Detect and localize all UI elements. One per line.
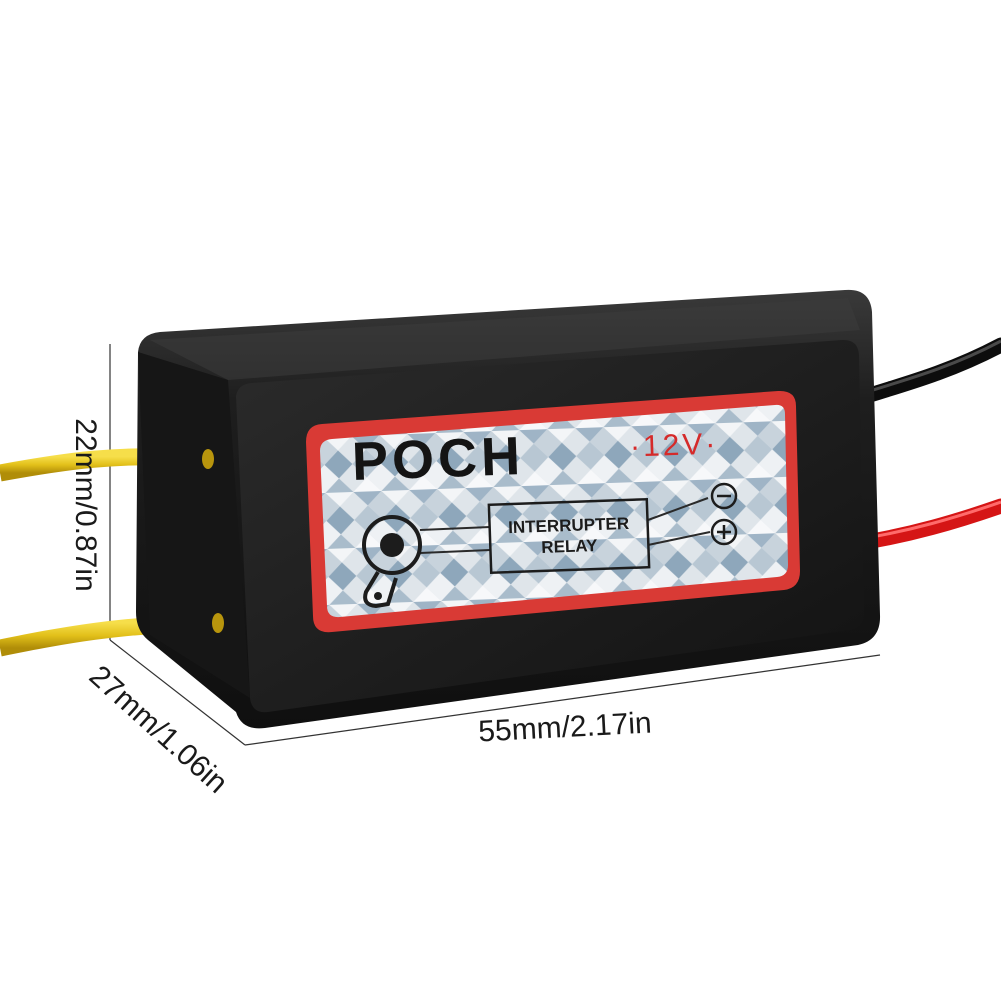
horn-icon (362, 515, 422, 609)
relay-box-outline (487, 497, 651, 575)
height-dimension-label: 22mm/0.87in (69, 418, 102, 592)
hologram-label (320, 404, 788, 618)
yellow-wire-top-end (202, 449, 214, 469)
voltage-rating: ·12V· (629, 427, 719, 464)
relay-label-line2: RELAY (541, 536, 598, 557)
schematic-lines (419, 497, 711, 554)
relay-label-line1: INTERRUPTER (507, 513, 630, 538)
black-wire-highlight (859, 339, 1001, 396)
housing-top-edge (150, 298, 860, 380)
brand-name: POCH (351, 426, 526, 492)
plus-circle-icon (710, 518, 738, 546)
yellow-wire-bottom-end (212, 613, 224, 633)
minus-circle-icon (710, 482, 738, 510)
black-wire (852, 337, 1001, 406)
housing-left-side (138, 352, 250, 698)
dimension-lines (109, 344, 881, 746)
relay-function-label: INTERRUPTER RELAY (489, 499, 649, 572)
